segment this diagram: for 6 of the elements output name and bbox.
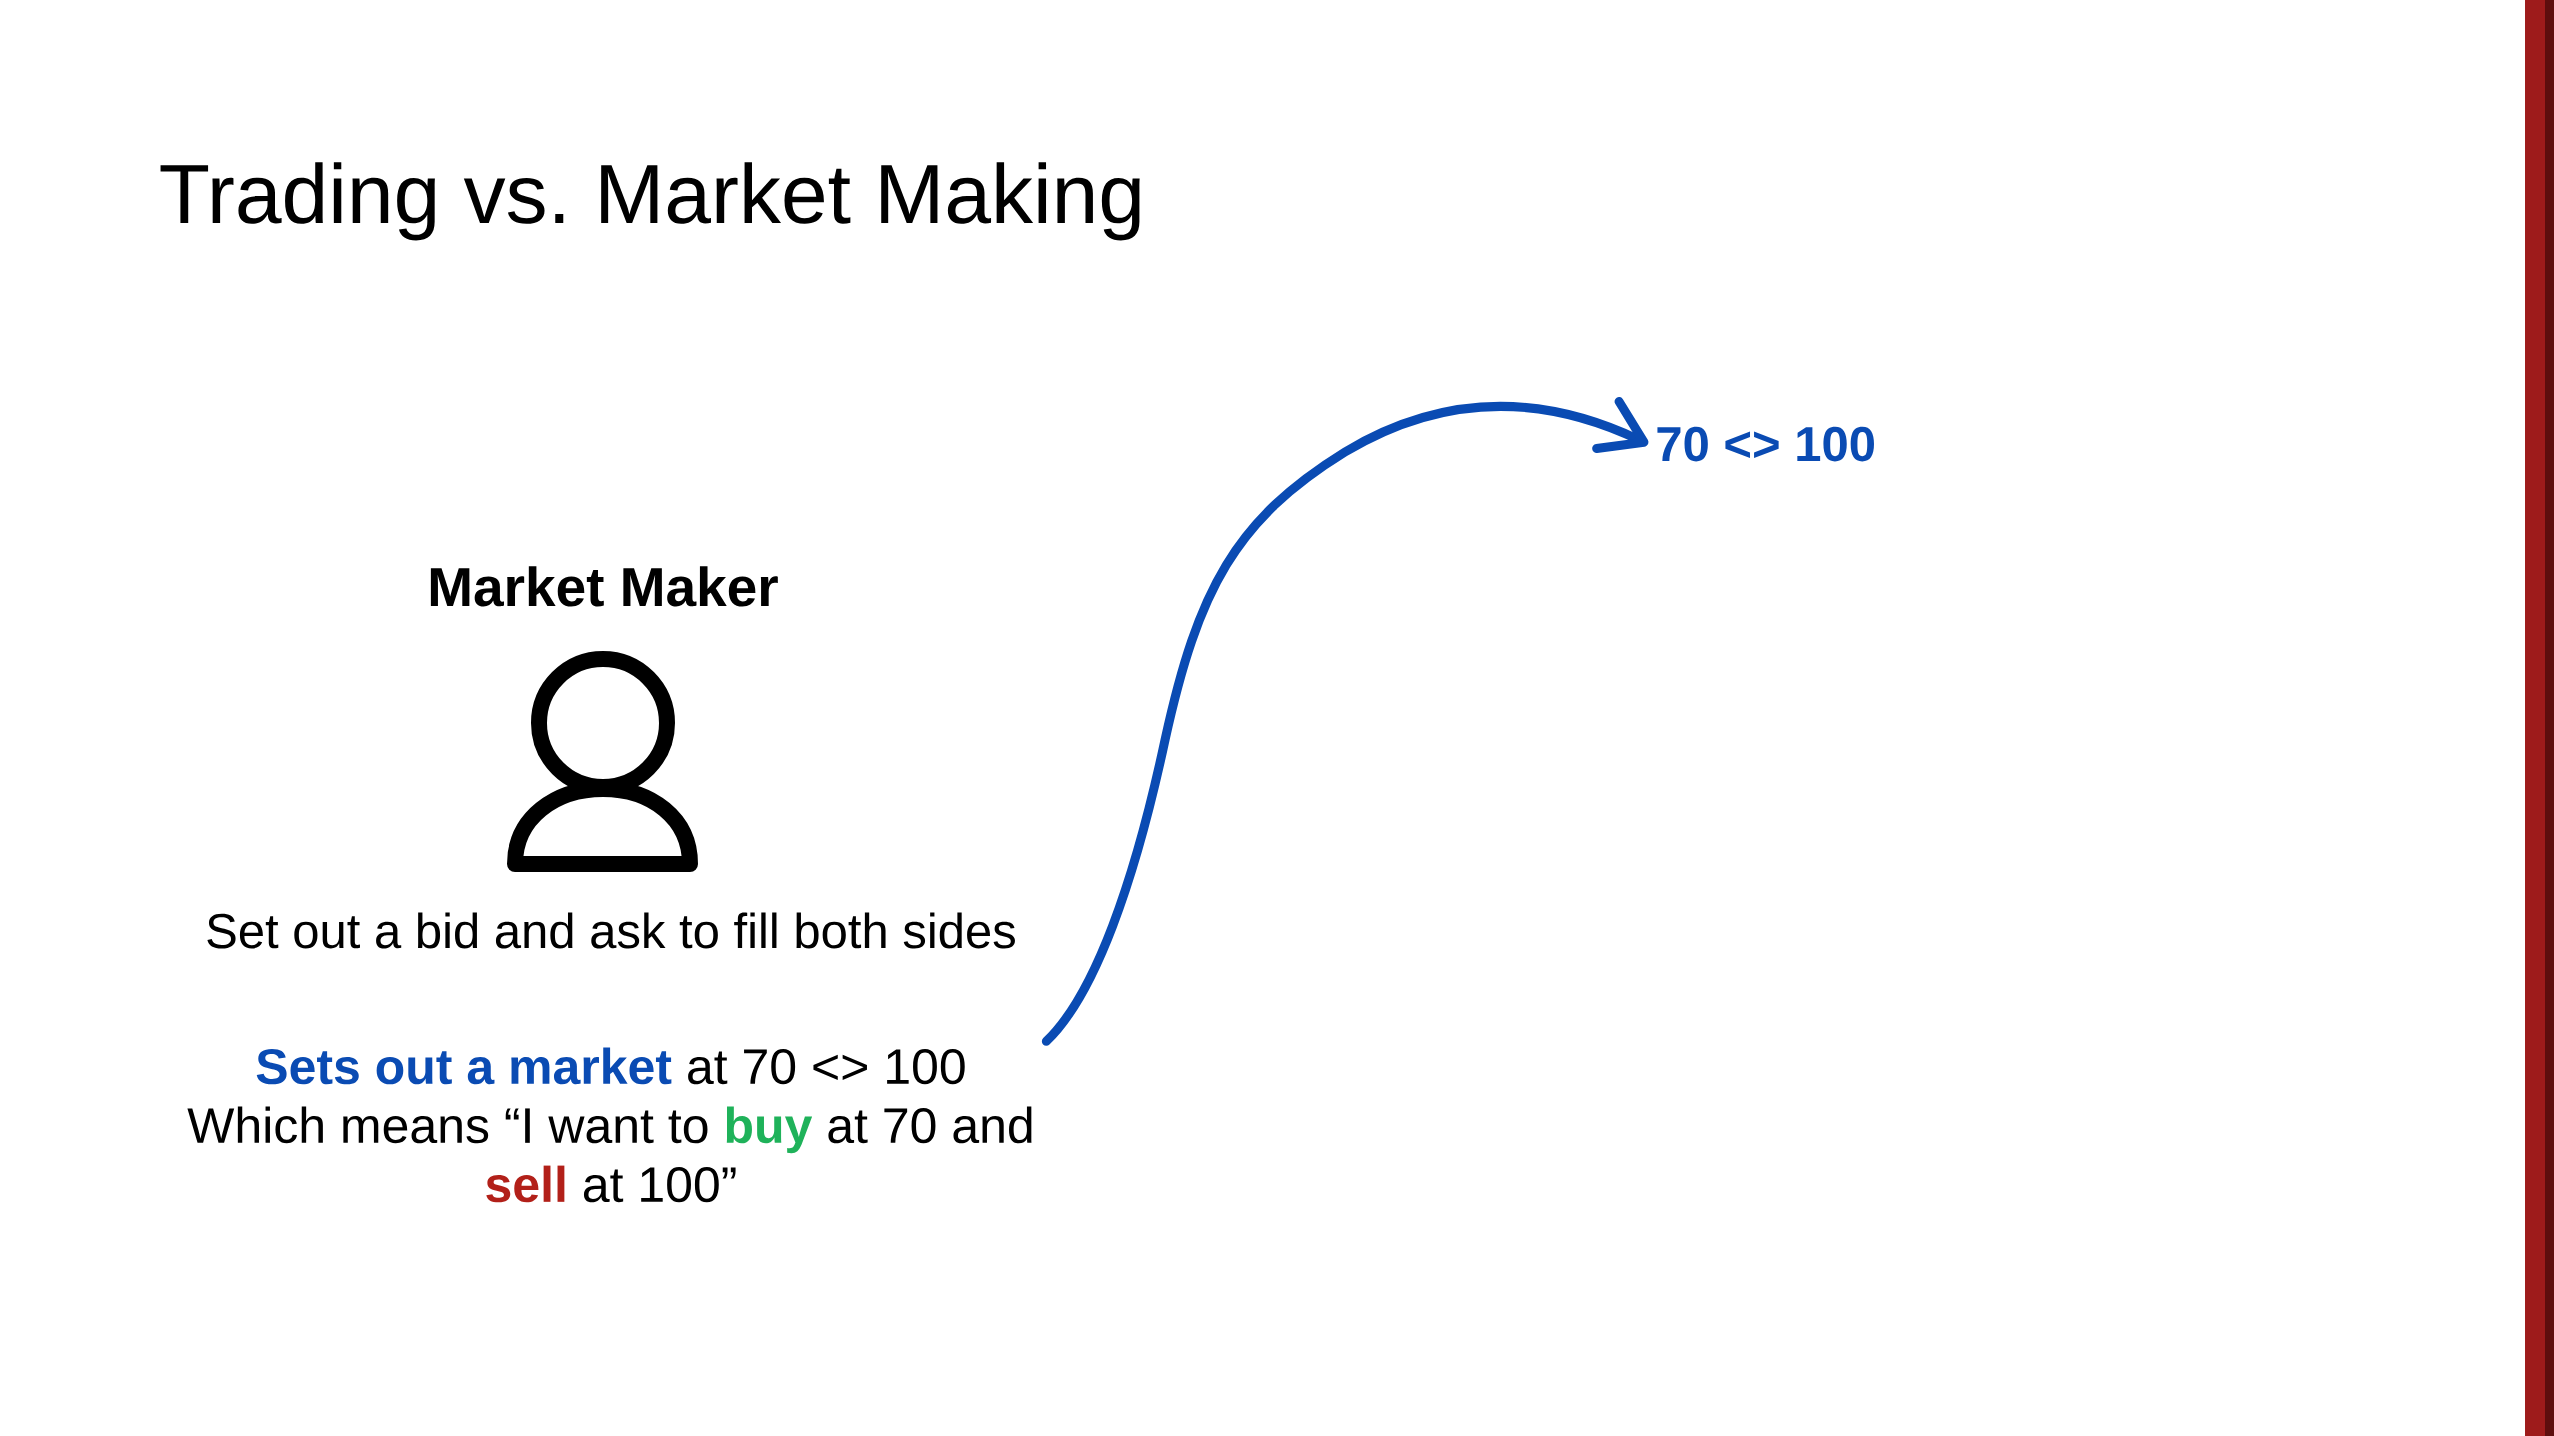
price-quote: 70 <> 100 <box>1657 426 1874 462</box>
heading: Market Maker <box>430 566 778 607</box>
curved-arrow <box>1041 397 1649 1046</box>
market-note: Sets out a market at 70 <> 100 Which means “I want to buy at 70 and sell at 100” <box>187 1047 1032 1203</box>
title: Trading vs. Market Making <box>160 162 1140 241</box>
description: Set out a bid and ask to fill both sides <box>207 912 1015 949</box>
